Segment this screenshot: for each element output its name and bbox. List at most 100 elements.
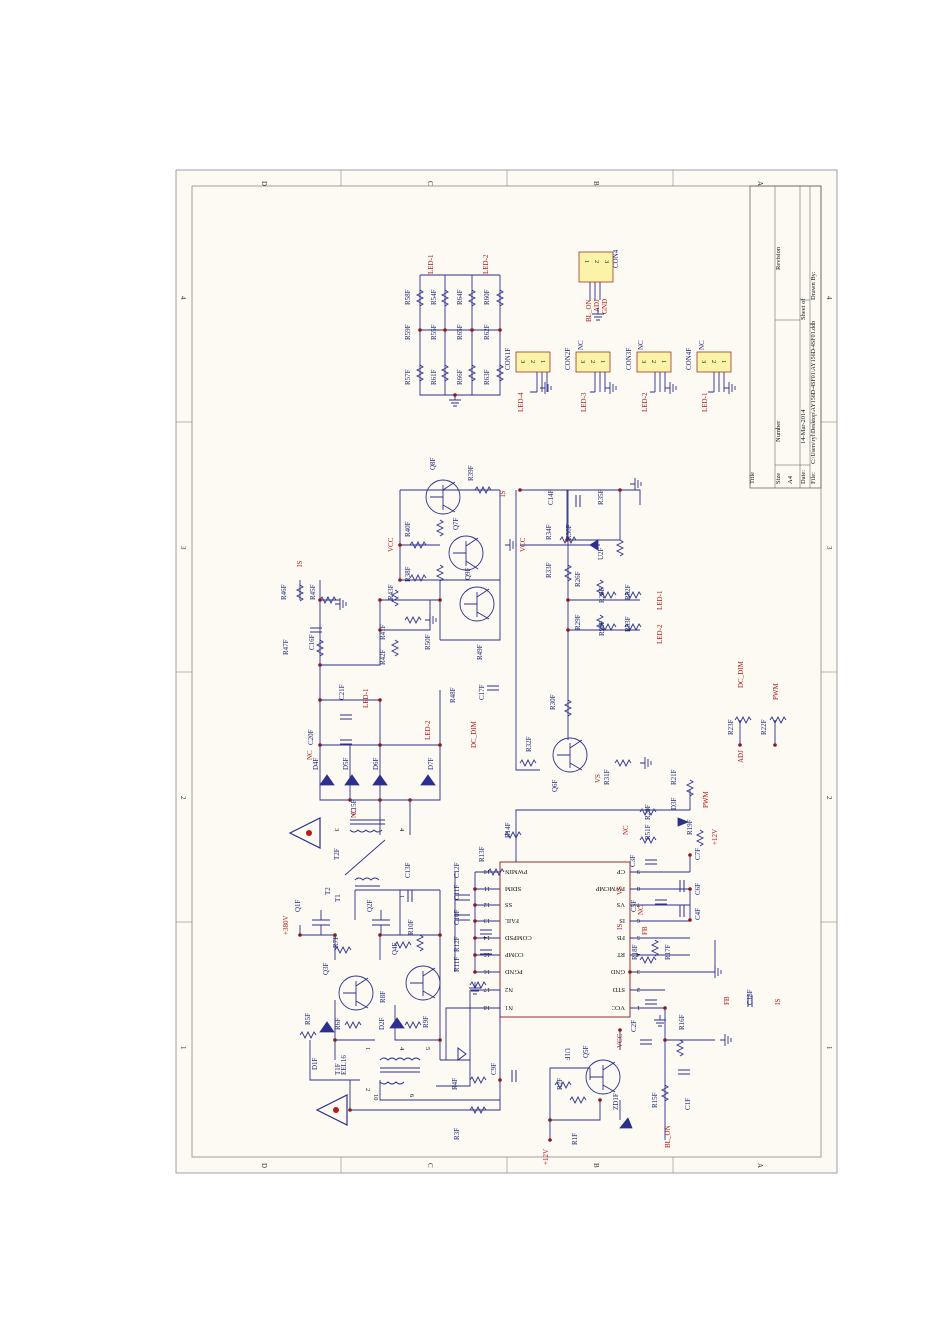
con1f-pin-2: 2 bbox=[529, 360, 536, 363]
designator-q5f: Q5F bbox=[582, 1045, 590, 1058]
net-label-led2: LED-2 bbox=[656, 624, 664, 644]
ic-pin-number: 14 bbox=[483, 934, 490, 941]
junction-dot bbox=[663, 1038, 667, 1042]
net-label-led1: LED-1 bbox=[427, 254, 435, 274]
ground-arrow-icon bbox=[457, 1047, 467, 1061]
designator-r38f: R38F bbox=[404, 566, 412, 582]
sheet-label: Sheet of bbox=[800, 298, 807, 320]
ic-pin-number: 9 bbox=[637, 868, 640, 875]
resistor-symbol bbox=[469, 980, 487, 990]
junction-dot bbox=[738, 743, 742, 747]
zone-left-2: 2 bbox=[179, 796, 187, 800]
designator-c13f: C13F bbox=[404, 862, 412, 878]
junction-dot bbox=[473, 919, 477, 923]
resistor-symbol bbox=[685, 779, 695, 797]
designator-d1f: D1F bbox=[311, 1057, 319, 1070]
zone-left-4: 4 bbox=[179, 296, 187, 300]
ic-pin-name: VCC bbox=[612, 1004, 625, 1011]
con4-net-bl-on: BL_ON bbox=[585, 299, 593, 322]
con2f-pin-2: 2 bbox=[589, 360, 596, 363]
designator-r32f: R32F bbox=[525, 736, 533, 752]
zone-bottom-b: B bbox=[592, 1163, 600, 1168]
designator-c11f: C11F bbox=[453, 885, 461, 900]
junction-dot bbox=[298, 933, 302, 937]
designator-c16f: C16F bbox=[308, 634, 316, 650]
resistor-symbol bbox=[409, 573, 427, 583]
resistor-symbol bbox=[295, 584, 305, 602]
ic-pin-number: 7 bbox=[636, 901, 640, 908]
designator-r53f: R53F bbox=[624, 616, 632, 632]
resistor-symbol bbox=[344, 1020, 362, 1030]
junction-dot bbox=[773, 743, 777, 747]
con4-pin-3: 3 bbox=[603, 260, 610, 263]
designator-r35f: R35F bbox=[597, 489, 605, 505]
ic-pin-name: FB bbox=[616, 934, 625, 941]
q7f-body bbox=[448, 535, 484, 571]
junction-dot bbox=[618, 1028, 622, 1032]
designator-c14f: C14F bbox=[547, 489, 555, 505]
junction-dot bbox=[378, 798, 382, 802]
warning-triangle-icon bbox=[315, 1094, 348, 1126]
d7f-symbol bbox=[420, 774, 436, 786]
junction-dot bbox=[663, 1006, 667, 1010]
ic-pin-name: COMPSD bbox=[505, 934, 532, 941]
designator-r11f: R11F bbox=[453, 957, 461, 972]
ic-pin-name: PWMCMP bbox=[595, 885, 625, 892]
con4-pin-2: 2 bbox=[593, 260, 600, 263]
zone-top-d: D bbox=[260, 181, 268, 186]
q3f-body bbox=[338, 975, 374, 1011]
net-label-pwm: PWM bbox=[772, 683, 780, 701]
con4f-pin-3: 3 bbox=[700, 360, 707, 363]
ic-u1f: U1F bbox=[499, 861, 631, 1061]
resistor-symbol bbox=[435, 519, 445, 537]
junction-dot bbox=[408, 798, 412, 802]
warning-triangle-icon bbox=[288, 817, 321, 849]
designator-t1f: T1F bbox=[334, 1063, 342, 1075]
file-label: File: bbox=[810, 472, 817, 484]
designator-r12f: R12F bbox=[453, 936, 461, 952]
con3f-pin-3: 3 bbox=[640, 360, 647, 363]
junction-dot bbox=[378, 743, 382, 747]
q4f-body bbox=[405, 965, 441, 1001]
designator-r5f: R5F bbox=[304, 1013, 312, 1025]
wires bbox=[299, 274, 776, 1140]
net-label-adj: ADJ bbox=[737, 750, 745, 763]
designator-r49f: R49F bbox=[476, 644, 484, 660]
junction-dot bbox=[453, 393, 457, 397]
resistor-symbol bbox=[415, 364, 425, 382]
ic-pin-number: 11 bbox=[484, 885, 490, 892]
designator-r59f: R59F bbox=[404, 324, 412, 340]
designator-r52f: R52F bbox=[624, 584, 632, 600]
net-label-pwm: PWM bbox=[702, 791, 710, 809]
resistor-symbol bbox=[660, 1084, 670, 1102]
mosfets bbox=[312, 910, 390, 935]
junction-dot bbox=[473, 970, 477, 974]
resistor-symbol bbox=[639, 955, 657, 965]
resistor-symbol bbox=[624, 622, 642, 632]
designator-r19f: R19F bbox=[686, 819, 694, 835]
junction-dot bbox=[566, 598, 570, 602]
designator-r31f: R31F bbox=[603, 769, 611, 785]
designator-r4f: R4F bbox=[451, 1078, 459, 1090]
junction-dot bbox=[318, 598, 322, 602]
designator-r36f: R36F bbox=[565, 524, 573, 540]
net-label-bl-on: BL_ON bbox=[664, 1125, 672, 1148]
designator-c4f: C4F bbox=[694, 908, 702, 920]
ic-pin-number: 8 bbox=[637, 885, 640, 892]
junction-dot bbox=[628, 970, 632, 974]
ic-pin-name: STD bbox=[612, 986, 625, 993]
con4f-body bbox=[696, 351, 732, 373]
con2f-net: LED-3 bbox=[580, 392, 588, 412]
con3f-net: LED-2 bbox=[641, 392, 649, 412]
designator-q4f: Q4F bbox=[391, 942, 399, 955]
net-label-plus380v: +380V bbox=[282, 915, 290, 935]
junction-dot bbox=[378, 598, 382, 602]
resistor-symbol bbox=[435, 564, 445, 582]
designator-r51f: R51F bbox=[644, 824, 652, 840]
t1f-pin-10: 10 bbox=[372, 1094, 379, 1101]
zone-right-1: 1 bbox=[825, 1046, 833, 1050]
designator-r64f: R64F bbox=[456, 289, 464, 305]
zd1f-symbol bbox=[619, 1117, 633, 1129]
designator-r30f: R30F bbox=[549, 694, 557, 710]
